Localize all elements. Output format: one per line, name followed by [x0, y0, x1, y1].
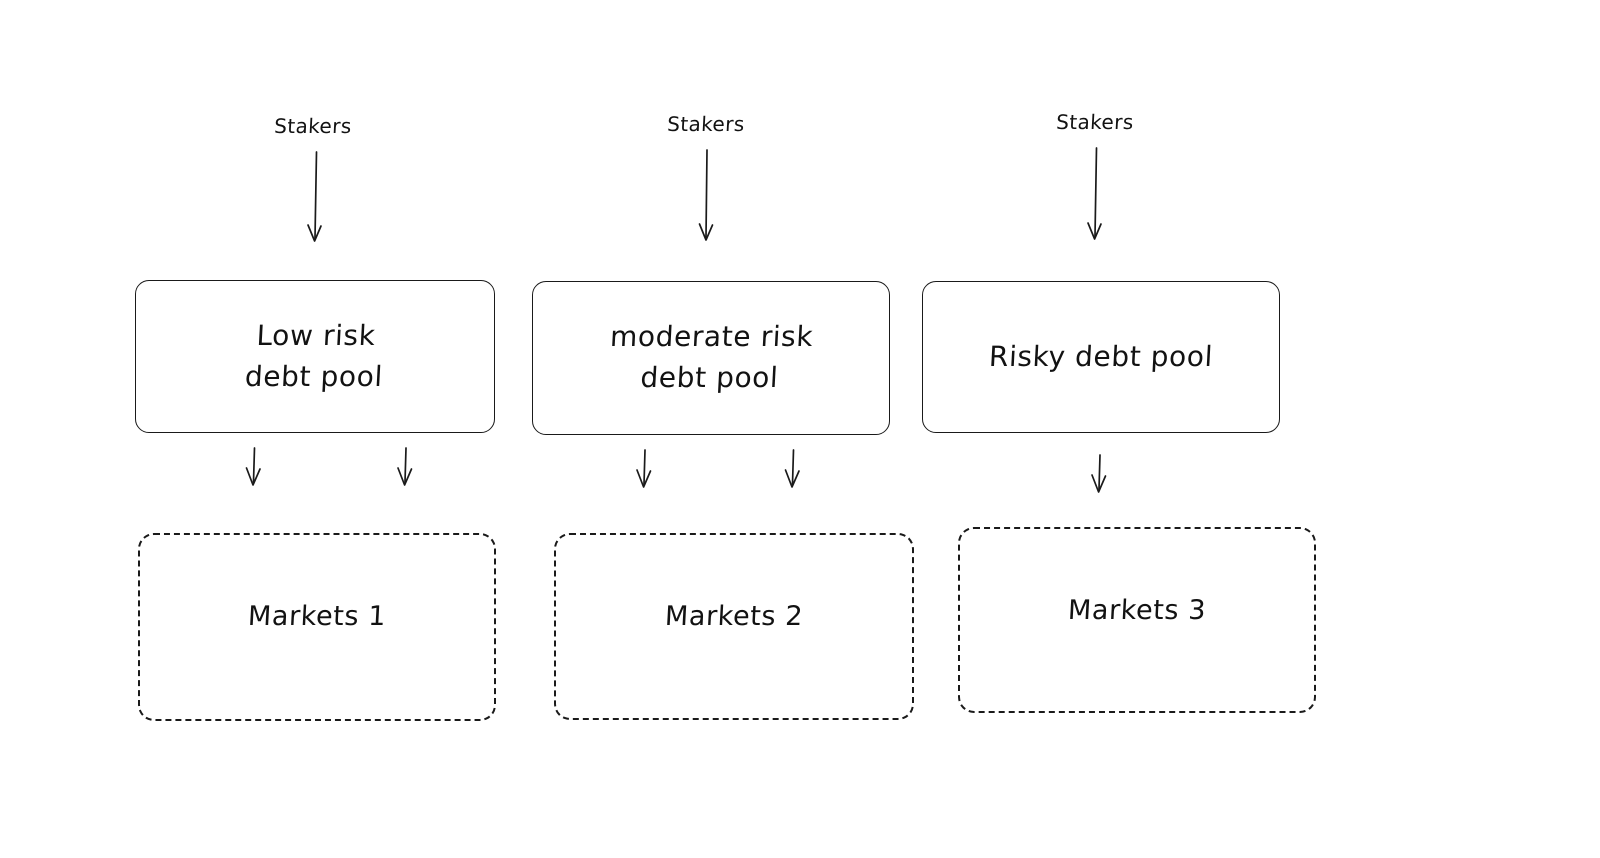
- stakers-label-2: Stakers: [666, 112, 746, 136]
- pool-node-moderate-risk[interactable]: moderate risk debt pool: [532, 281, 890, 435]
- arrow-pool-3-to-market-3: [1091, 454, 1107, 493]
- stakers-label-3: Stakers: [1055, 110, 1135, 134]
- stakers-label-1: Stakers: [273, 114, 353, 138]
- arrow-stakers-to-pool-2: [698, 149, 714, 241]
- arrow-pool-2-to-market-2b: [784, 449, 800, 488]
- pool-node-label-2: moderate risk debt pool: [609, 320, 815, 394]
- market-node-label-2: Markets 2: [664, 601, 804, 632]
- arrow-stakers-to-pool-1: [307, 151, 322, 242]
- pool-node-low-risk[interactable]: Low risk debt pool: [135, 280, 495, 433]
- pool-node-label-3: Risky debt pool: [988, 339, 1214, 373]
- arrow-pool-1-to-market-1b: [397, 447, 413, 486]
- arrow-pool-2-to-market-2a: [636, 449, 652, 488]
- market-node-label-1: Markets 1: [247, 601, 387, 632]
- market-node-3[interactable]: Markets 3: [958, 527, 1316, 713]
- market-node-1[interactable]: Markets 1: [138, 533, 496, 721]
- pool-node-label-1: Low risk debt pool: [244, 318, 384, 393]
- market-node-2[interactable]: Markets 2: [554, 533, 914, 720]
- arrow-pool-1-to-market-1a: [245, 447, 261, 486]
- market-node-label-3: Markets 3: [1067, 595, 1207, 626]
- pool-node-risky[interactable]: Risky debt pool: [922, 281, 1280, 433]
- arrow-stakers-to-pool-3: [1087, 147, 1102, 240]
